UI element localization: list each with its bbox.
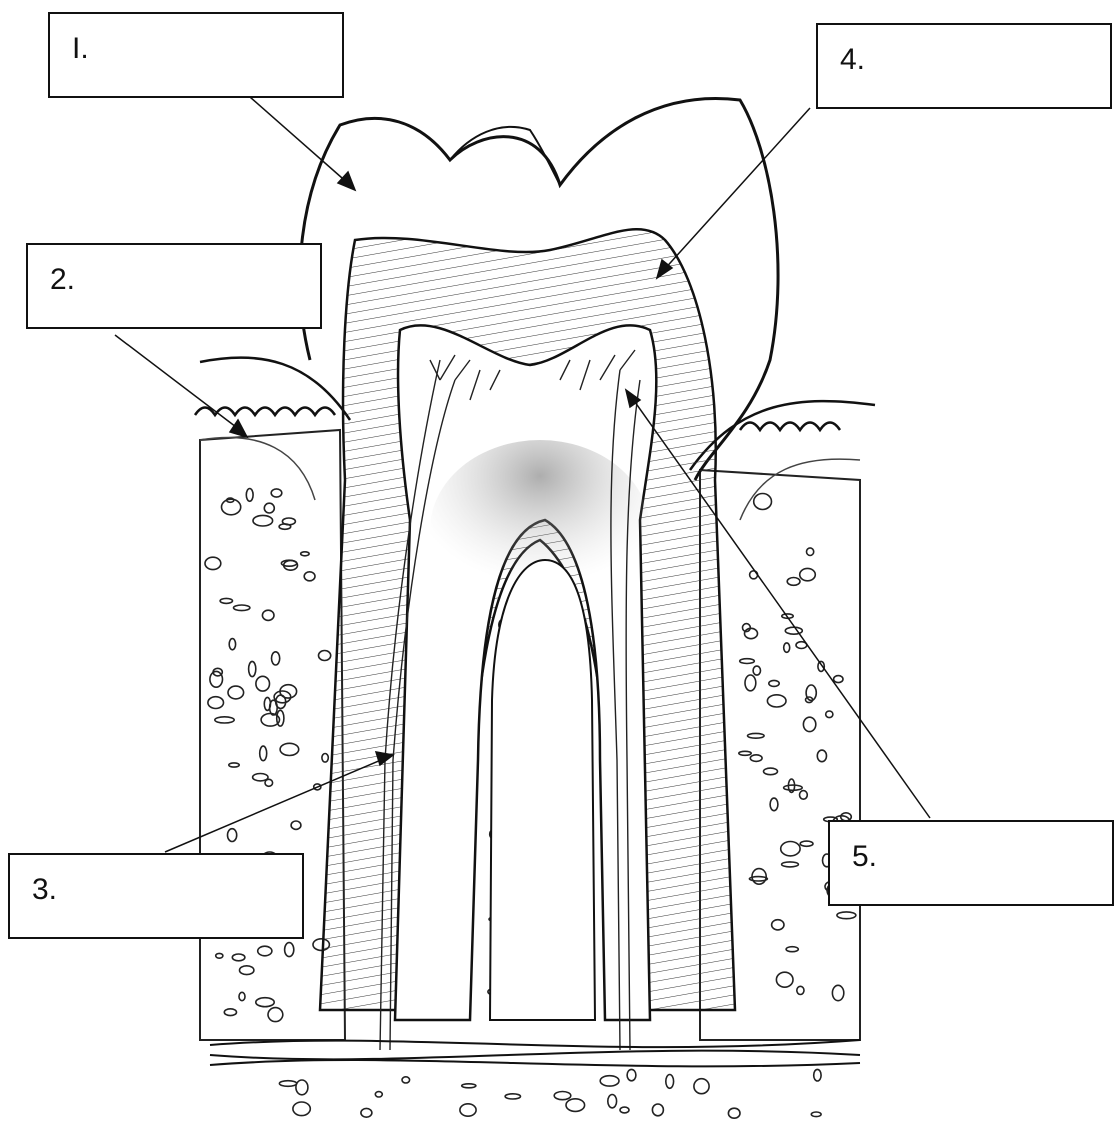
bone-cell — [402, 1077, 410, 1083]
bone-cell — [826, 711, 833, 718]
bone-cell — [739, 751, 751, 755]
bone-cell — [787, 578, 800, 586]
bone-cell — [807, 548, 814, 556]
bone-cell — [210, 671, 223, 687]
bone-cell — [271, 489, 282, 497]
bone-cell — [296, 1080, 308, 1095]
bone-cell — [505, 1094, 520, 1099]
bone-cell — [770, 798, 778, 811]
bone-cell — [208, 697, 224, 709]
bone-cell — [301, 552, 309, 556]
bone-cell — [772, 920, 784, 930]
bone-cell — [280, 743, 299, 755]
bone-cell — [220, 598, 232, 603]
bone-cell — [694, 1079, 709, 1094]
bone-cell — [776, 972, 793, 987]
label-box-1[interactable]: I. — [48, 12, 344, 98]
bone-cell — [786, 947, 798, 952]
bone-cell — [784, 643, 790, 652]
bone-cell — [769, 680, 779, 686]
bone-cell — [764, 768, 778, 775]
bone-cell — [253, 774, 268, 781]
bone-cell — [319, 651, 331, 661]
bone-cell — [811, 1112, 821, 1117]
label-box-4[interactable]: 4. — [816, 23, 1112, 109]
interradicular-bone — [490, 560, 595, 1020]
bone-cell — [554, 1092, 571, 1100]
bone-cell — [750, 755, 762, 762]
bone-cell — [781, 842, 800, 856]
bone-cell — [272, 652, 280, 665]
bone-cell — [285, 943, 294, 957]
bone-cell — [745, 675, 756, 691]
bone-cell — [260, 746, 267, 761]
bone-cell — [291, 821, 301, 829]
bone-cell — [216, 953, 223, 958]
bone-cell — [834, 676, 843, 683]
bone-cell — [264, 503, 274, 513]
bone-cell — [782, 862, 799, 867]
label-box-5[interactable]: 5. — [828, 820, 1114, 906]
bone-cell — [797, 986, 804, 994]
bone-cell — [232, 954, 245, 961]
bone-cell — [215, 717, 234, 723]
bone-cell — [837, 912, 856, 919]
bone-cell — [239, 992, 245, 1000]
bone-cell — [293, 1102, 310, 1116]
bone-cell — [460, 1104, 476, 1116]
bone-cell — [228, 686, 244, 699]
bone-cell — [832, 985, 843, 1000]
label-box-2[interactable]: 2. — [26, 243, 322, 329]
bone-cell — [304, 572, 315, 581]
bone-cell — [800, 568, 816, 580]
bone-cell — [361, 1108, 372, 1117]
bone-cell — [745, 628, 758, 638]
bone-cell — [246, 489, 253, 502]
bone-cell — [740, 659, 755, 664]
bone-cell — [817, 750, 826, 762]
bone-cell — [600, 1076, 619, 1086]
bone-cell — [784, 785, 803, 790]
bone-cell — [814, 1069, 821, 1081]
blood-vessel-bundle — [210, 1040, 860, 1066]
bone-cell — [608, 1095, 617, 1108]
bone-cell — [228, 829, 237, 842]
bone-cell — [322, 754, 328, 763]
bone-cell — [627, 1069, 636, 1080]
bone-cell — [205, 557, 221, 569]
bone-cell — [800, 791, 808, 800]
bone-cell — [249, 661, 256, 676]
bone-cell — [279, 1081, 296, 1087]
bone-cell — [800, 841, 813, 846]
bone-cell — [262, 610, 274, 620]
bone-cell — [224, 1009, 236, 1016]
bone-cell — [375, 1092, 382, 1097]
bone-cell — [748, 733, 765, 738]
bone-cell — [229, 763, 239, 767]
bone-cell — [652, 1104, 663, 1116]
bone-cell — [620, 1107, 629, 1113]
bone-cell — [229, 639, 235, 650]
bone-cell — [754, 494, 772, 510]
bone-cell — [566, 1099, 585, 1112]
bone-cell — [240, 966, 254, 975]
bone-cell — [462, 1084, 476, 1088]
bone-cell — [258, 946, 272, 956]
bone-cell — [253, 515, 273, 526]
bone-cell — [666, 1075, 674, 1089]
bone-cell — [803, 717, 815, 731]
bone-cell — [728, 1108, 740, 1118]
label-box-3[interactable]: 3. — [8, 853, 304, 939]
bone-cell — [767, 695, 786, 707]
bone-cell — [256, 676, 270, 691]
bone-cell — [256, 998, 274, 1007]
bone-cell — [234, 605, 250, 611]
bone-cell — [753, 666, 760, 675]
bone-cell — [268, 1008, 283, 1022]
